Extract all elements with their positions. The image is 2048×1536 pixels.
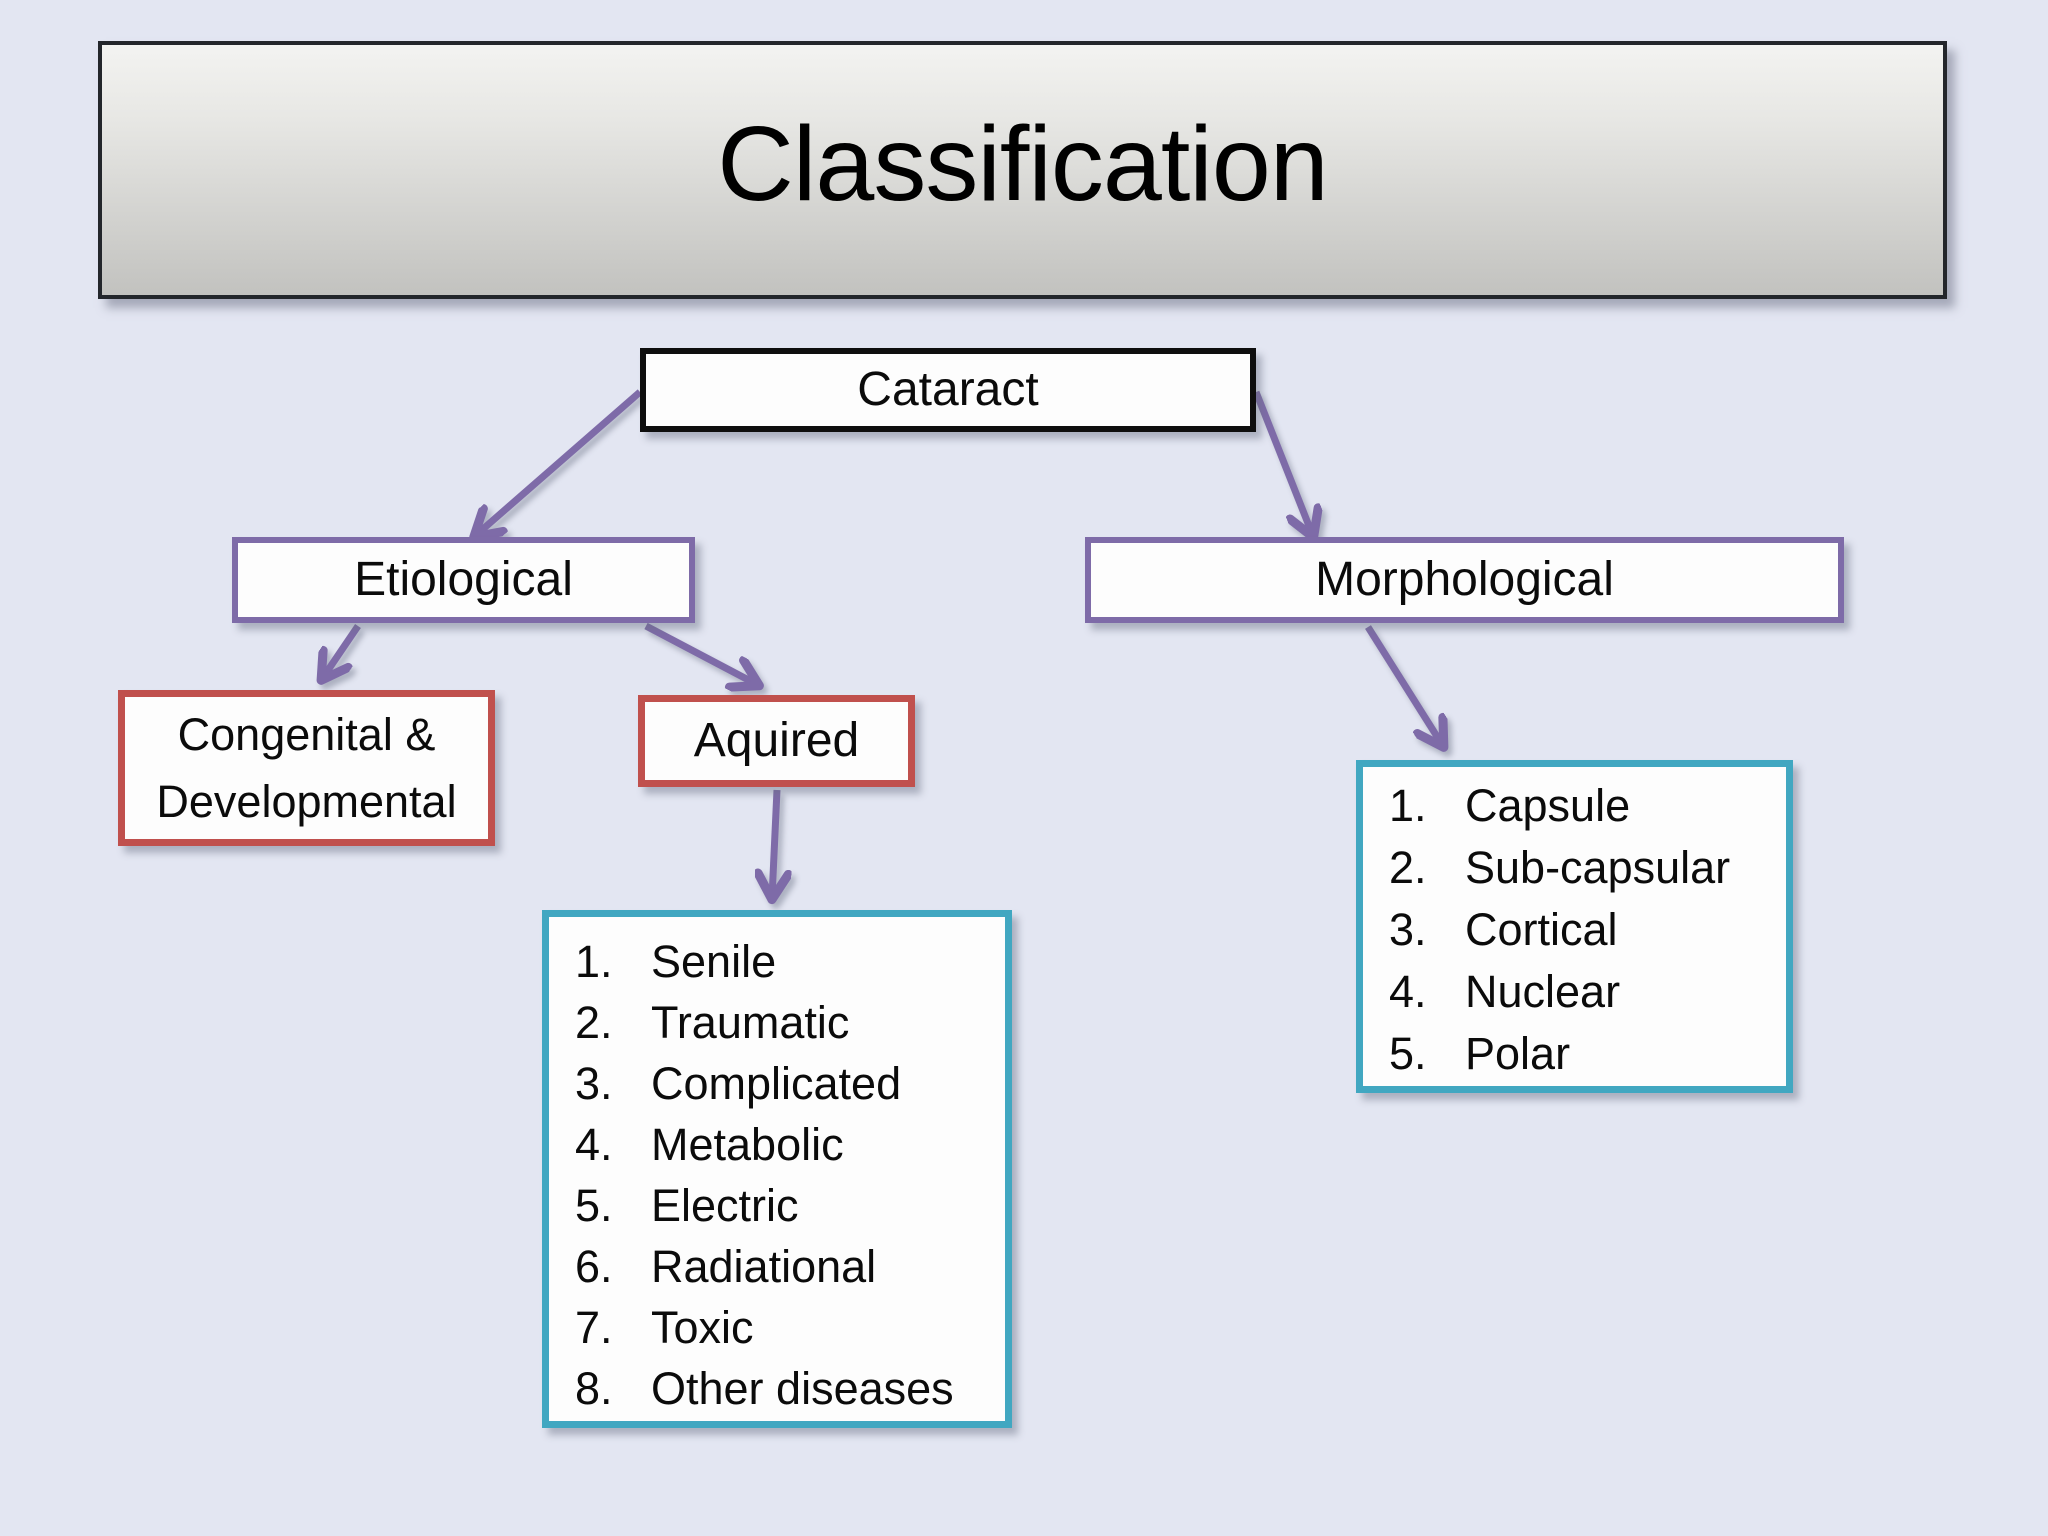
list-item-number: 1. [1389, 780, 1427, 831]
list-item-label: Electric [651, 1179, 799, 1231]
list-item: 5. Electric [575, 1175, 995, 1236]
list-item-label: Capsule [1465, 780, 1631, 831]
node-etiological: Etiological [232, 537, 695, 623]
connector-etiological-acquired [644, 622, 758, 685]
list-item-number: 8. [575, 1362, 613, 1414]
list-item-label: Nuclear [1465, 966, 1621, 1017]
list-item: 3. Complicated [575, 1053, 995, 1114]
list-item: 1. Senile [575, 931, 995, 992]
list-item: 4. Nuclear [1389, 961, 1776, 1023]
node-cataract-label: Cataract [857, 362, 1039, 416]
list-item-label: Cortical [1465, 904, 1618, 955]
list-item-number: 6. [575, 1240, 613, 1292]
connector-acquired-list [772, 789, 777, 898]
slide-title: Classification [717, 104, 1328, 223]
list-item: 3. Cortical [1389, 899, 1776, 961]
list-item: 6. Radiational [575, 1236, 995, 1297]
list-item: 8. Other diseases [575, 1358, 995, 1419]
list-item: 1. Capsule [1389, 775, 1776, 837]
list-item: 5. Polar [1389, 1023, 1776, 1085]
list-item-number: 4. [1389, 966, 1427, 1017]
list-item: 2. Traumatic [575, 992, 995, 1053]
list-item-label: Other diseases [651, 1362, 954, 1414]
connector-cataract-morphological [1252, 390, 1313, 536]
list-item-label: Radiational [651, 1240, 877, 1292]
node-morphological: Morphological [1085, 537, 1844, 623]
node-morphological-label: Morphological [1315, 552, 1614, 606]
morphological-types-list: 1. Capsule 2. Sub-capsular 3. Cortical 4… [1356, 760, 1793, 1093]
list-item-label: Traumatic [651, 996, 850, 1048]
connector-morphological-list [1365, 625, 1443, 746]
connector-cataract-etiological [475, 389, 643, 536]
connector-etiological-congenital [322, 624, 361, 679]
node-acquired: Aquired [638, 695, 915, 787]
list-item-label: Complicated [651, 1057, 902, 1109]
list-item-label: Sub-capsular [1465, 842, 1731, 893]
node-cataract: Cataract [640, 348, 1256, 432]
title-banner: Classification [98, 41, 1947, 299]
list-item: 2. Sub-capsular [1389, 837, 1776, 899]
list-item-label: Toxic [651, 1301, 754, 1353]
list-item-label: Senile [651, 935, 777, 987]
list-item-number: 5. [1389, 1028, 1427, 1079]
list-item-label: Polar [1465, 1028, 1571, 1079]
list-item-number: 3. [575, 1057, 613, 1109]
list-item-number: 2. [575, 996, 613, 1048]
list-item-number: 5. [575, 1179, 613, 1231]
node-congenital-label-line2: Developmental [156, 776, 457, 827]
node-etiological-label: Etiological [354, 552, 573, 606]
node-acquired-label: Aquired [693, 713, 860, 767]
node-congenital-developmental: Congenital & Developmental [118, 690, 495, 846]
list-item-number: 2. [1389, 842, 1427, 893]
list-item-number: 1. [575, 935, 613, 987]
list-item-number: 7. [575, 1301, 613, 1353]
list-item-label: Metabolic [651, 1118, 844, 1170]
list-item: 7. Toxic [575, 1297, 995, 1358]
list-item-number: 4. [575, 1118, 613, 1170]
list-item: 4. Metabolic [575, 1114, 995, 1175]
list-item-number: 3. [1389, 904, 1427, 955]
acquired-types-list: 1. Senile 2. Traumatic 3. Complicated 4.… [542, 910, 1012, 1428]
node-congenital-label-line1: Congenital & [177, 708, 436, 760]
